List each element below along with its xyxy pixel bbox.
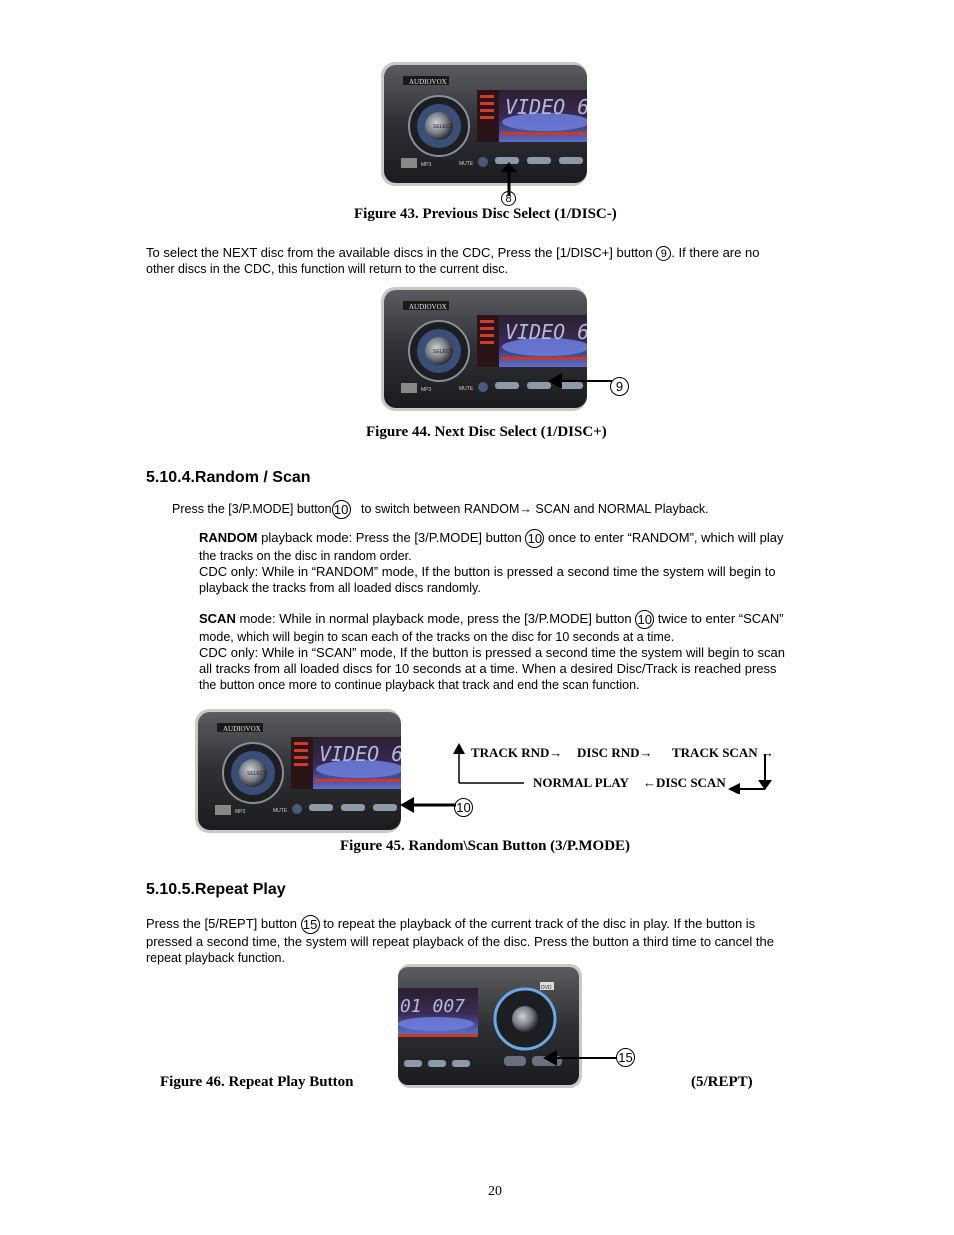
- left-arrow-icon: [548, 373, 612, 389]
- scan-cdc-line2: all tracks from all loaded discs for 10 …: [199, 661, 777, 676]
- repeat-line3: repeat playback function.: [146, 951, 285, 965]
- display-text: VIDEO 6: [505, 320, 587, 344]
- display-text: VIDEO 6: [319, 742, 401, 766]
- intro-text-a: Press the [3/P.MODE] button: [172, 501, 332, 516]
- repeat-line2: pressed a second time, the system will r…: [146, 934, 774, 949]
- callout-15: 15: [616, 1048, 635, 1067]
- callout-9: 9: [610, 377, 629, 396]
- figure-46-caption-left: Figure 46. Repeat Play Button: [160, 1074, 354, 1090]
- random-paragraph: RANDOM playback mode: Press the [3/P.MOD…: [199, 529, 850, 596]
- figure-45-image: AUDIOVOX VIDEO 6 SELECT MP3 MUTE: [195, 709, 401, 833]
- flow-track-rnd: TRACK RND→: [471, 745, 563, 760]
- repeat-paragraph: Press the [5/REPT] button 15 to repeat t…: [146, 915, 850, 966]
- display-text: VIDEO 6: [505, 95, 587, 119]
- brand-logo: AUDIOVOX: [409, 303, 447, 311]
- callout-9-inline: 9: [656, 246, 672, 262]
- random-line2: the tracks on the disc in random order.: [199, 549, 412, 563]
- select-label: SELECT: [433, 124, 452, 130]
- intro-text-b: to switch between RANDOM→ SCAN and NORMA…: [361, 501, 709, 516]
- select-label: SELECT: [433, 349, 452, 355]
- scan-cdc-line1: CDC only: While in “SCAN” mode, If the b…: [199, 645, 785, 660]
- scan-paragraph: SCAN mode: While in normal playback mode…: [199, 610, 850, 693]
- mute-label: MUTE: [459, 161, 474, 167]
- repeat-text-a: Press the [5/REPT] button: [146, 915, 298, 931]
- next-disc-text-a: To select the NEXT disc from the availab…: [146, 245, 653, 260]
- scan-cdc-line3: the button once more to continue playbac…: [199, 678, 640, 692]
- figure-43-image: AUDIOVOX VIDEO 6 SELECT MP3 MUTE: [381, 62, 587, 186]
- display-text: 01 007: [400, 996, 465, 1017]
- mp3-label: MP3: [421, 387, 432, 393]
- scan-text-a: mode: While in normal playback mode, pre…: [239, 610, 632, 626]
- mute-label: MUTE: [273, 808, 288, 814]
- brand-logo: AUDIOVOX: [223, 725, 261, 733]
- next-disc-line2: other discs in the CDC, this function wi…: [146, 262, 508, 277]
- mode-cycle-arrows: [453, 743, 772, 794]
- left-arrow-icon: [400, 797, 456, 813]
- flow-normal-play: NORMAL PLAY: [533, 775, 629, 790]
- mute-label: MUTE: [459, 386, 474, 392]
- section-heading-random-scan: 5.10.4.Random / Scan: [146, 469, 311, 486]
- next-disc-text-b: . If there are no: [671, 245, 760, 260]
- select-label: SELECT: [247, 771, 266, 777]
- figure-45-caption: Figure 45. Random\Scan Button (3/P.MODE): [340, 838, 631, 854]
- flow-disc-scan: ←DISC SCAN: [643, 775, 726, 790]
- figure-44-image: AUDIOVOX VIDEO 6 SELECT MP3 MUTE: [381, 287, 587, 411]
- section-heading-repeat: 5.10.5.Repeat Play: [146, 881, 286, 898]
- figure-43-caption: Figure 43. Previous Disc Select (1/DISC-…: [354, 206, 617, 222]
- random-cdc-line2: playback the tracks from all loaded disc…: [199, 581, 481, 595]
- brand-logo: AUDIOVOX: [409, 78, 447, 86]
- repeat-text-b: to repeat the playback of the current tr…: [323, 915, 756, 931]
- dvd-label: DVD: [541, 985, 552, 991]
- random-label: RANDOM: [199, 529, 258, 545]
- scan-line2: mode, which will begin to scan each of t…: [199, 630, 675, 644]
- random-text-a: playback mode: Press the [3/P.MODE] butt…: [261, 529, 522, 545]
- figure-44-caption: Figure 44. Next Disc Select (1/DISC+): [366, 424, 607, 440]
- mp3-label: MP3: [421, 162, 432, 168]
- figure-46-caption-right: (5/REPT): [691, 1074, 753, 1090]
- flow-disc-rnd: DISC RND→: [577, 745, 653, 760]
- callout-10: 10: [454, 798, 473, 817]
- callout-10-inline-2: 10: [525, 529, 545, 548]
- random-cdc-line1: CDC only: While in “RANDOM” mode, If the…: [199, 564, 776, 579]
- flow-track-scan: TRACK SCAN →: [672, 745, 774, 760]
- random-text-b: once to enter “RANDOM”, which will play: [548, 529, 784, 545]
- left-arrow-icon: [543, 1050, 617, 1066]
- callout-8: 8: [501, 191, 516, 206]
- callout-15-inline: 15: [300, 915, 320, 934]
- next-disc-paragraph: To select the NEXT disc from the availab…: [146, 245, 850, 277]
- figure-46-image: 01 007 DVD: [398, 964, 582, 1088]
- mp3-label: MP3: [235, 809, 246, 815]
- scan-text-b: twice to enter “SCAN”: [657, 610, 784, 626]
- callout-10-inline-3: 10: [635, 610, 655, 629]
- scan-label: SCAN: [199, 610, 236, 626]
- page-number: 20: [488, 1184, 502, 1199]
- callout-10-inline: 10: [331, 500, 351, 519]
